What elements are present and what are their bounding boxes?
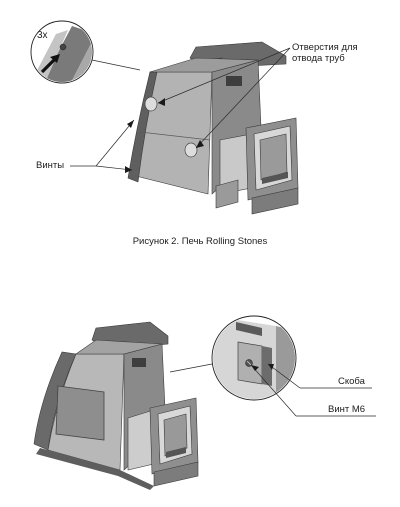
leader-lines-screws <box>70 119 135 173</box>
label-screw-m6: Винт М6 <box>328 404 365 415</box>
leader-line-bracket <box>267 363 372 389</box>
leader-lines-pipe-holes <box>157 47 291 149</box>
figure-2: Скоба Винт М6 <box>33 315 376 490</box>
insert-arrow-icon <box>40 54 60 74</box>
stove-illustration-1 <box>127 41 299 215</box>
label-pipe-holes-line1: Отверстия для <box>292 42 358 53</box>
callout-count-text: 3x <box>37 30 48 41</box>
leader-line-screw-m6 <box>250 364 376 417</box>
label-screws: Винты <box>36 160 64 171</box>
zoom-callout-bracket <box>169 315 297 401</box>
stove-illustration-2 <box>33 321 199 490</box>
figure-1: 3x <box>30 20 358 215</box>
zoom-callout-screws: 3x <box>30 20 141 84</box>
label-pipe-holes-line2: отвода труб <box>292 53 345 64</box>
label-bracket: Скоба <box>338 376 366 387</box>
figure-caption: Рисунок 2. Печь Rolling Stones <box>133 236 268 247</box>
